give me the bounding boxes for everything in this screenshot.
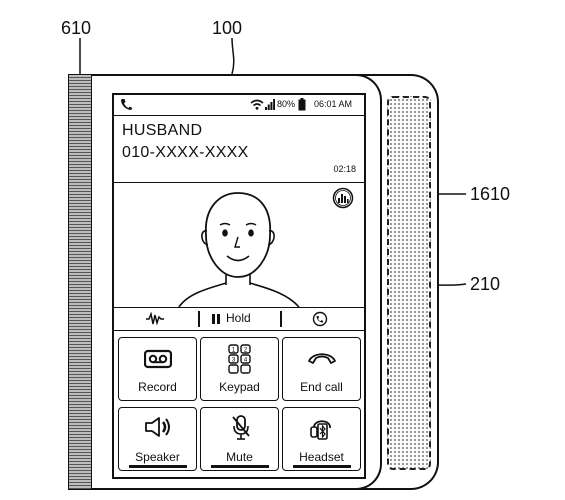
call-settings-icon[interactable] bbox=[312, 311, 328, 327]
leader-100 bbox=[231, 37, 235, 75]
caller-info: HUSBAND 010-XXXX-XXXX 02:18 bbox=[114, 116, 364, 183]
battery-percent: 80% bbox=[277, 99, 296, 109]
speaker-icon bbox=[145, 417, 170, 437]
mute-label: Mute bbox=[226, 450, 253, 464]
headset-icon bbox=[310, 420, 331, 440]
svg-text:2: 2 bbox=[244, 348, 248, 354]
mute-active-indicator bbox=[211, 465, 269, 468]
mute-icon bbox=[232, 415, 250, 440]
caller-photo-area bbox=[114, 183, 364, 308]
pause-icon-bar bbox=[217, 314, 220, 324]
end-call-icon bbox=[308, 353, 336, 364]
record-button[interactable]: Record bbox=[118, 337, 197, 401]
svg-text:3: 3 bbox=[232, 358, 236, 364]
record-icon bbox=[144, 349, 172, 369]
phone-call-icon bbox=[121, 99, 132, 110]
speaker-active-indicator bbox=[129, 465, 187, 468]
equalizer-icon[interactable] bbox=[332, 187, 354, 209]
keypad-label: Keypad bbox=[219, 380, 260, 394]
pause-icon bbox=[212, 314, 215, 324]
keypad-button[interactable]: 1 2 3 4 Keypad bbox=[200, 337, 279, 401]
caller-name: HUSBAND bbox=[122, 122, 203, 139]
end-call-label: End call bbox=[300, 380, 343, 394]
battery-icon bbox=[298, 98, 306, 111]
call-timer: 02:18 bbox=[333, 164, 356, 174]
edge-display-panel[interactable] bbox=[387, 96, 431, 470]
noise-reduction-icon[interactable] bbox=[146, 312, 164, 326]
hold-label: Hold bbox=[226, 311, 251, 325]
separator bbox=[280, 311, 282, 327]
signal-icon bbox=[265, 99, 275, 110]
caller-number: 010-XXXX-XXXX bbox=[122, 144, 249, 161]
svg-text:1: 1 bbox=[232, 348, 236, 354]
ref-label-210: 210 bbox=[470, 274, 501, 294]
call-action-grid: Record 1 2 3 4 Keypad End call bbox=[114, 331, 364, 477]
status-bar: 80% 06:01 AM bbox=[114, 95, 364, 116]
hold-button[interactable]: Hold bbox=[210, 311, 270, 327]
separator bbox=[198, 311, 200, 327]
headset-label: Headset bbox=[299, 450, 344, 464]
end-call-button[interactable]: End call bbox=[282, 337, 361, 401]
left-edge-hatched bbox=[68, 74, 92, 490]
speaker-label: Speaker bbox=[135, 450, 180, 464]
speaker-button[interactable]: Speaker bbox=[118, 407, 197, 471]
headset-active-indicator bbox=[293, 465, 351, 468]
status-time: 06:01 AM bbox=[314, 99, 353, 109]
svg-text:4: 4 bbox=[244, 358, 248, 364]
headset-button[interactable]: Headset bbox=[282, 407, 361, 471]
ref-label-610: 610 bbox=[61, 18, 92, 38]
caller-face-illustration bbox=[178, 192, 300, 307]
ref-label-100: 100 bbox=[212, 18, 243, 38]
wifi-icon bbox=[250, 99, 264, 110]
main-screen: 80% 06:01 AM HUSBAND 010-XXXX-XXXX 02:18 bbox=[112, 93, 366, 479]
keypad-icon: 1 2 3 4 bbox=[228, 344, 251, 374]
record-label: Record bbox=[138, 380, 177, 394]
ref-label-1610: 1610 bbox=[470, 184, 511, 204]
call-option-bar: Hold bbox=[114, 308, 364, 331]
mute-button[interactable]: Mute bbox=[200, 407, 279, 471]
